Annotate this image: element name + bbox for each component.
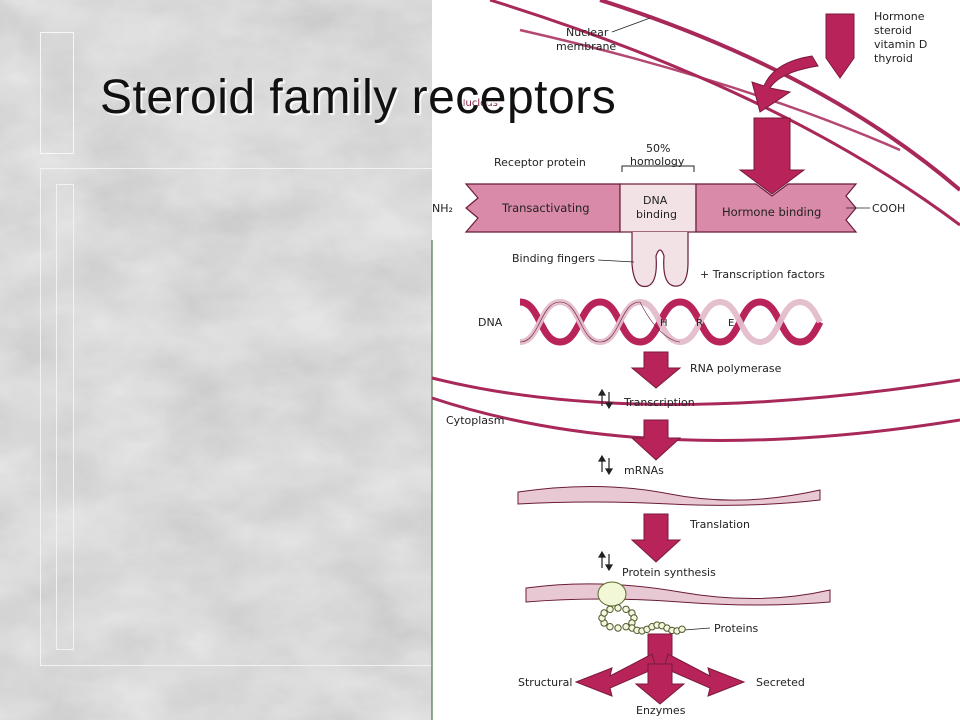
hormone-label-line-1: Hormone <box>874 10 925 23</box>
nuclear-membrane-top-outer <box>599 0 960 192</box>
homology-label-line-1: 50% <box>646 142 670 155</box>
enzymes-label: Enzymes <box>636 704 686 717</box>
flow-arrow-1 <box>630 351 682 389</box>
protein-bead <box>614 604 622 612</box>
hormone-binding-domain <box>695 183 858 233</box>
transactivating-label: Transactivating <box>501 201 590 215</box>
nuclear-membrane-top-inner <box>489 0 960 227</box>
protein-bead <box>606 623 614 631</box>
dna-strand-b-outline <box>519 301 681 343</box>
receptor-protein-label: Receptor protein <box>494 156 586 169</box>
leader-proteins <box>683 627 711 631</box>
title-frame-decoration <box>40 32 74 154</box>
cytoplasm-membrane-outer <box>431 376 960 406</box>
nh2-label: NH₂ <box>432 202 453 215</box>
cytoplasm-label: Cytoplasm <box>446 414 504 427</box>
ribosome <box>597 581 627 607</box>
enzymes-arrow <box>634 663 686 705</box>
dna-label: DNA <box>478 316 503 329</box>
homology-label-line-2: homology <box>630 155 685 168</box>
translation-label: Translation <box>689 518 750 531</box>
hre-letter-h: H <box>660 318 668 329</box>
rna-polymerase-label: RNA polymerase <box>690 362 782 375</box>
flow-arrow-2 <box>630 419 682 461</box>
leader-binding-fingers <box>597 259 635 263</box>
protein-bead-chain <box>598 604 686 635</box>
mrna-strand <box>517 485 821 506</box>
nuclear-membrane-top-third <box>519 28 901 152</box>
protein-bead <box>600 609 608 617</box>
figure-backdrop <box>432 0 960 720</box>
protein-synthesis-label: Protein synthesis <box>622 566 716 579</box>
protein-bead <box>622 623 630 631</box>
protein-bead <box>606 605 614 613</box>
hormone-label-line-4: thyroid <box>874 52 913 65</box>
binding-fingers-label: Binding fingers <box>512 252 595 265</box>
hormone-binding-label: Hormone binding <box>722 205 821 219</box>
mrnas-label: mRNAs <box>624 464 664 477</box>
nucleus-label: Nucleus <box>458 98 498 109</box>
flow-arrow-3 <box>630 513 682 563</box>
homology-bracket <box>621 165 695 172</box>
double-arrow-mrna <box>597 454 614 476</box>
nuclear-membrane-label-line-2: membrane <box>556 40 616 53</box>
transcription-factors-label: + Transcription factors <box>700 268 825 281</box>
hre-letter-r: R <box>696 318 703 329</box>
dna-strand-a <box>519 298 824 346</box>
dna-binding-label-line-2: binding <box>636 208 677 221</box>
protein-bead <box>622 605 630 613</box>
proteins-label: Proteins <box>714 622 759 635</box>
dna-helix <box>519 298 824 346</box>
hormone-label-line-2: steroid <box>874 24 912 37</box>
body-inner-frame-decoration <box>56 184 74 650</box>
dna-binding-domain <box>619 183 697 233</box>
hre-letter-e: E <box>728 318 734 329</box>
hormone-curved-arrow <box>751 55 819 113</box>
dna-binding-label-line-1: DNA <box>643 194 668 207</box>
transcription-label: Transcription <box>623 396 695 409</box>
binding-fingers <box>631 232 689 288</box>
leader-nuclear-membrane <box>611 17 651 33</box>
structural-label: Structural <box>518 676 572 689</box>
nuclear-membrane-label-line-1: Nuclear <box>566 26 609 39</box>
secreted-label: Secreted <box>756 676 805 689</box>
slide-title: Steroid family receptors <box>100 71 617 124</box>
cooh-label: COOH <box>872 202 905 215</box>
double-arrow-transcription <box>597 388 614 410</box>
hormone-down-arrow <box>738 117 806 195</box>
double-arrow-protein-synthesis <box>597 550 614 572</box>
hormone-label-line-3: vitamin D <box>874 38 927 51</box>
protein-bead <box>678 625 686 633</box>
hormone-entry-arrow <box>825 13 855 79</box>
protein-bead <box>614 624 622 632</box>
